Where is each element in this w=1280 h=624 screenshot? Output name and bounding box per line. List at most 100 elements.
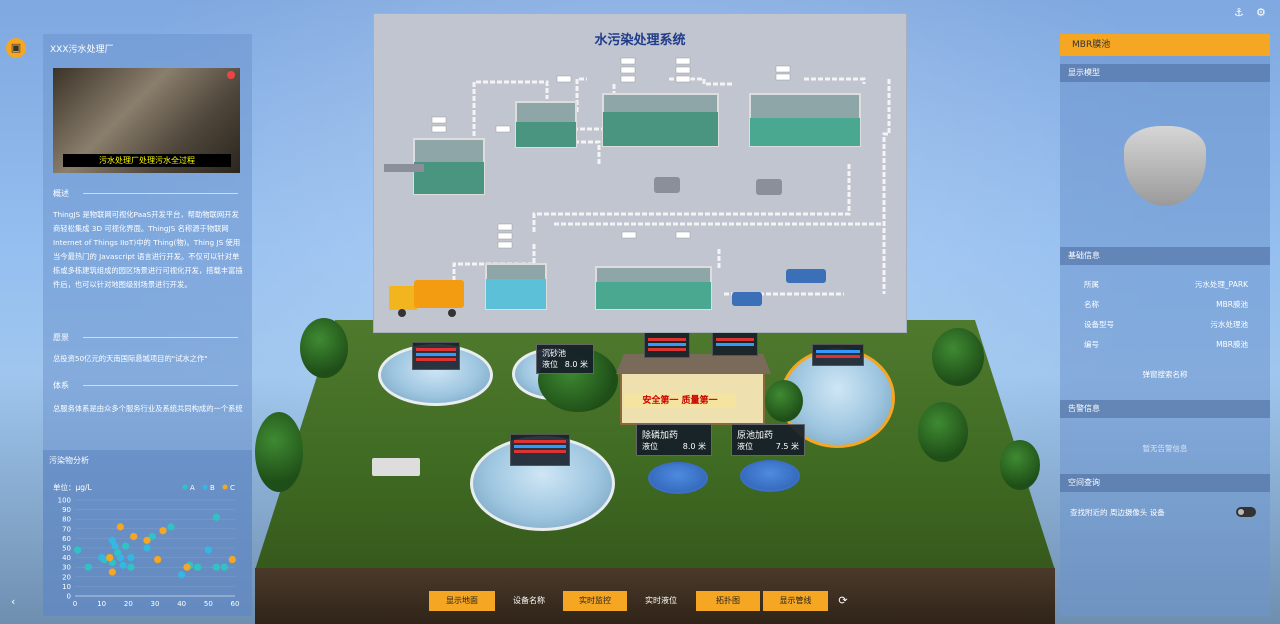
data-point [84, 563, 92, 571]
sensor-bar [716, 338, 754, 341]
show-pipeline-button[interactable]: 显示管线 [763, 591, 828, 611]
sensor-panel[interactable] [510, 434, 570, 466]
live-monitor-button[interactable]: 实时监控 [563, 591, 627, 611]
data-point [108, 536, 116, 544]
info-row: 设备型号 污水处理池 [1084, 319, 1256, 330]
popup-search-link[interactable]: 弹窗搜索名称 [1142, 370, 1188, 379]
section-model: 显示模型 [1060, 64, 1270, 82]
refresh-icon[interactable]: ⟳ [838, 594, 848, 607]
section-spatial: 空间查询 [1060, 474, 1270, 492]
phosphorus-dosing-panel[interactable]: 除磷加药 液位 8.0 米 [636, 424, 712, 456]
legend-label: B [210, 484, 215, 492]
spatial-query-toggle[interactable] [1236, 507, 1256, 517]
x-tick-label: 60 [231, 600, 240, 608]
office-building[interactable]: 安全第一 质量第一 [616, 354, 771, 425]
y-tick-label: 60 [62, 535, 71, 543]
chevron-left-icon[interactable]: ‹ [11, 595, 16, 608]
sensor-panel[interactable] [812, 344, 864, 366]
tree [1000, 440, 1040, 490]
sensor-bar [816, 355, 860, 358]
data-point [119, 561, 127, 569]
y-tick-label: 40 [62, 554, 71, 562]
live-level-button[interactable]: 实时液位 [645, 596, 677, 605]
anchor-icon[interactable]: ⚓ [1234, 6, 1244, 19]
no-alert-text: 暂无告警信息 [1142, 444, 1188, 453]
heart-icon[interactable] [227, 71, 235, 79]
info-row: 编号 MBR膜池 [1084, 339, 1256, 350]
legend-marker [222, 484, 228, 490]
legend-marker [182, 484, 188, 490]
y-tick-label: 70 [62, 525, 71, 533]
data-point [228, 555, 236, 564]
right-panel: MBR膜池 显示模型 基础信息 所属 污水处理_PARK 名称 MBR膜池 设备… [1060, 34, 1270, 616]
data-point [98, 554, 106, 562]
data-point [154, 555, 162, 564]
video-player[interactable]: 污水处理厂处理污水全过程 [53, 68, 240, 173]
panel-value: 7.5 米 [775, 442, 799, 451]
tank-dosing-2[interactable] [740, 460, 800, 492]
data-point [111, 542, 119, 550]
section-alerts: 告警信息 [1060, 400, 1270, 418]
data-point [194, 563, 202, 571]
data-point [167, 523, 175, 531]
data-point [178, 571, 186, 579]
data-point [212, 563, 220, 571]
sensor-bar [514, 445, 566, 448]
sensor-bar [816, 350, 860, 353]
info-label: 编号 [1084, 340, 1099, 349]
panel-title: 原池加药 [737, 431, 774, 441]
data-point [108, 568, 116, 576]
grit-chamber-panel[interactable]: 沉砂池 液位 8.0 米 [536, 344, 594, 374]
y-tick-label: 10 [62, 583, 71, 591]
chart-unit-label: 单位：μg/L [53, 482, 93, 492]
truck[interactable] [372, 458, 420, 476]
data-point [143, 536, 151, 544]
diagram-title: 水污染处理系统 [594, 33, 686, 48]
sensor-panel[interactable] [712, 332, 758, 356]
process-diagram[interactable]: 水污染处理系统 [373, 13, 907, 333]
gear-icon[interactable]: ⚙ [1256, 6, 1266, 19]
info-value: MBR膜池 [1216, 300, 1248, 309]
divider [83, 337, 238, 338]
tree [765, 380, 803, 422]
tree [932, 328, 984, 386]
tree [300, 318, 348, 378]
sensor-bar [416, 348, 456, 351]
legend-marker [202, 484, 208, 490]
building-icon[interactable]: ▣ [6, 38, 26, 58]
tree [918, 402, 968, 462]
sensor-panel[interactable] [644, 332, 690, 358]
data-point [212, 513, 220, 521]
y-tick-label: 20 [62, 573, 71, 581]
panel-label: 液位 [737, 442, 753, 451]
data-point [159, 527, 167, 535]
overview-heading: 概述 [53, 189, 69, 198]
sensor-bar [416, 358, 456, 361]
sensor-bar [416, 353, 456, 356]
vision-text: 总投资50亿元的天南国际悬城项目的"试水之作" [53, 354, 208, 363]
sensor-bar [514, 440, 566, 443]
info-value: 污水处理池 [1210, 320, 1249, 329]
show-ground-button[interactable]: 显示地面 [429, 591, 495, 611]
system-text: 总服务体系是由众多个服务行业及系统共同构成的一个系统 [53, 404, 243, 413]
raw-dosing-panel[interactable]: 原池加药 液位 7.5 米 [731, 424, 805, 456]
divider [83, 385, 238, 386]
tank-3d-model[interactable] [1124, 126, 1206, 206]
data-point [127, 563, 135, 571]
diagram-svg [384, 57, 891, 317]
x-tick-label: 10 [97, 600, 106, 608]
panel-header: MBR膜池 [1060, 34, 1270, 56]
sensor-bar [514, 450, 566, 453]
y-tick-label: 80 [62, 516, 71, 524]
tank-dosing-1[interactable] [648, 462, 708, 494]
device-name-button[interactable]: 设备名称 [513, 596, 545, 605]
plant-title: XXX污水处理厂 [50, 45, 114, 55]
info-row: 名称 MBR膜池 [1084, 299, 1256, 310]
sensor-panel[interactable] [412, 342, 460, 370]
topology-button[interactable]: 拓扑图 [696, 591, 760, 611]
data-point [106, 554, 114, 562]
panel-value: 8.0 米 [564, 360, 588, 369]
info-value: MBR膜池 [1216, 340, 1248, 349]
panel-value: 8.0 米 [682, 442, 706, 451]
